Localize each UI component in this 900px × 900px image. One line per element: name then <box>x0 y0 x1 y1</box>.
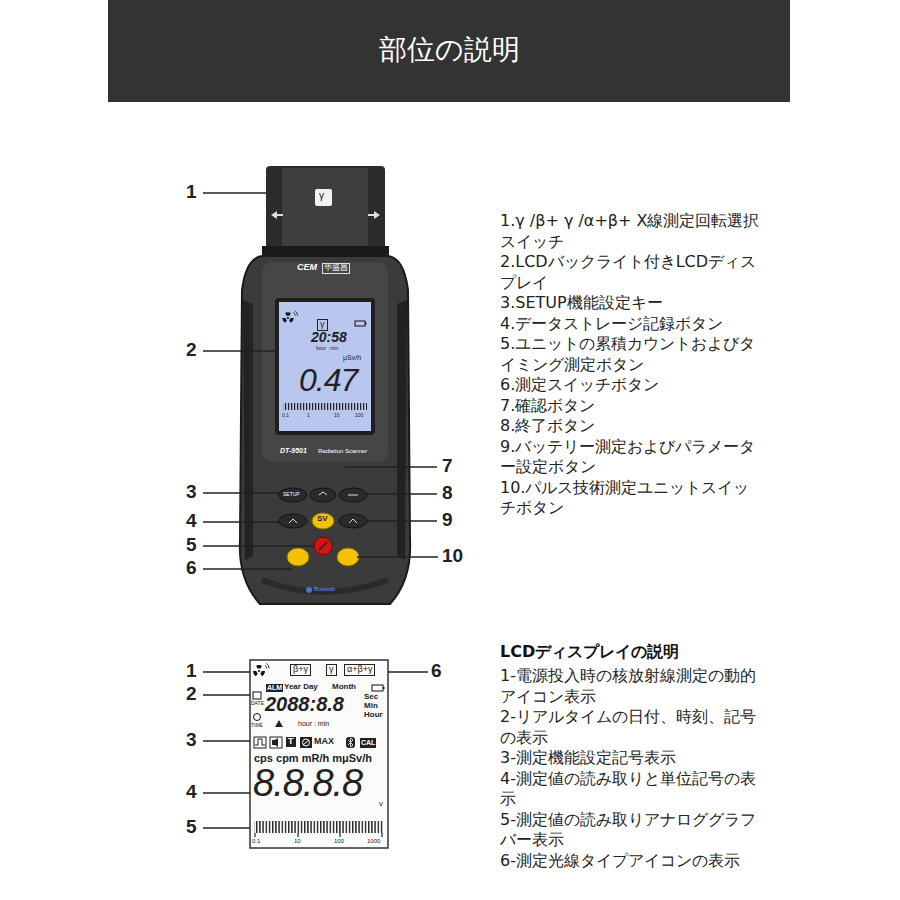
unit-label: hour : min <box>298 720 329 728</box>
description-list: 1.γ /β+ γ /α+β+ X線測定回転選択スイッチ2.LCDバックライト付… <box>500 211 762 519</box>
unit-label: v <box>379 800 383 809</box>
description-list: 1-電源投入時の核放射線測定の動的アイコン表示2-リアルタイムの日付、時刻、記号… <box>500 666 762 871</box>
function-icon: CAL <box>360 738 376 748</box>
callout-number: 8 <box>442 483 453 504</box>
scale-label: 0.1 <box>252 838 260 845</box>
time-unit: Min <box>364 702 378 711</box>
callout-number: 6 <box>186 558 197 579</box>
callout-number: 6 <box>431 661 442 682</box>
bluetooth-label: Bluetooth <box>314 587 335 593</box>
part-description: 3-測定機能設定記号表示 <box>500 748 762 769</box>
unit-label: hour : min <box>316 346 338 352</box>
part-description: 3.SETUP機能設定キー <box>500 293 762 314</box>
clock-reading: 20:58 <box>311 330 347 345</box>
ray-type-icon: α+β+γ <box>344 664 375 676</box>
callout-number: 3 <box>186 482 197 503</box>
function-icon: MAX <box>314 737 334 747</box>
callout-number: 5 <box>186 535 197 556</box>
page-title: 部位の説明 <box>108 33 790 67</box>
clock-digits: 2088:8.8 <box>265 693 344 715</box>
measurement-digits: 8.8.8.8 <box>253 763 362 805</box>
part-description: 9.バッテリー測定およびパラメーター設定ボタン <box>500 437 762 478</box>
button-label: SV <box>317 515 328 524</box>
part-description: 10.パルス技術測定ユニットスイッチボタン <box>500 478 762 519</box>
brand-name: 华盛昌 <box>322 263 350 274</box>
callout-number: 2 <box>186 684 197 705</box>
function-icon: T <box>286 737 296 747</box>
time-unit: Hour <box>364 711 383 720</box>
scale-label: 100 <box>334 838 344 845</box>
callout-number: 1 <box>186 182 197 203</box>
part-description: 1-電源投入時の核放射線測定の動的アイコン表示 <box>500 666 762 707</box>
model-name: DT-9501 <box>280 447 307 455</box>
callout-number: 4 <box>186 511 197 532</box>
brand-name: CEM <box>297 263 317 273</box>
part-description: 4-測定値の読み取りと単位記号の表示 <box>500 769 762 810</box>
part-description: 6.測定スイッチボタン <box>500 375 762 396</box>
device-body <box>240 166 410 604</box>
callout-number: 10 <box>442 546 463 567</box>
callout-number: 1 <box>186 661 197 682</box>
lcd-panel <box>250 660 388 848</box>
callout-number: 4 <box>186 782 197 803</box>
button-label: SETUP <box>283 492 300 498</box>
part-description: 1.γ /β+ γ /α+β+ X線測定回転選択スイッチ <box>500 211 762 252</box>
part-description: 4.データストレージ記録ボタン <box>500 314 762 335</box>
date-icon-label: DATE <box>251 701 264 707</box>
scale-label: 1000 <box>367 838 380 845</box>
callout-number: 7 <box>442 456 453 477</box>
callout-number: 5 <box>186 817 197 838</box>
time-icon-label: TIME <box>251 723 263 729</box>
scale-label: 100 <box>355 413 363 419</box>
part-description: 7.確認ボタン <box>500 396 762 417</box>
date-unit: Month <box>332 683 356 692</box>
part-description: 2.LCDバックライト付きLCDディスプレイ <box>500 252 762 293</box>
scale-label: 1 <box>307 413 310 419</box>
header-bar <box>108 0 790 102</box>
leader-lines <box>203 193 438 569</box>
time-unit: Sec <box>364 693 378 702</box>
date-unit: Year Day <box>284 683 318 692</box>
lcd-screen: γ20:58hour : minμSv/h0.470.1110100 <box>279 302 371 431</box>
lcd-panel: β+γ γ α+β+γALMYear Day MonthDATE2088:8.8 Sec… <box>250 660 388 848</box>
callout-number: 3 <box>186 730 197 751</box>
ray-type-icon: γ <box>326 664 337 676</box>
part-description: 5.ユニットの累積カウントおよびタイミング測定ボタン <box>500 334 762 375</box>
measurement-value: 0.47 <box>299 363 357 398</box>
scale-label: 10 <box>334 413 340 419</box>
section-heading: LCDディスプレイの説明 <box>500 643 679 661</box>
scale-label: 0.1 <box>282 413 289 419</box>
scale-label: 10 <box>294 838 301 845</box>
ray-type-icon: β+γ <box>290 664 311 676</box>
mode-label: γ <box>319 190 324 201</box>
part-description: 5-測定値の読み取りアナロググラフバー表示 <box>500 810 762 851</box>
part-description: 6-測定光線タイプアイコンの表示 <box>500 851 762 872</box>
part-description: 2-リアルタイムの日付、時刻、記号の表示 <box>500 707 762 748</box>
leader-lines <box>203 672 428 828</box>
product-name: Radiation Scanner <box>318 448 367 455</box>
alarm-icon: ALM <box>266 684 283 692</box>
part-description: 8.終了ボタン <box>500 416 762 437</box>
callout-number: 2 <box>186 340 197 361</box>
callout-number: 9 <box>442 510 453 531</box>
unit-label: μSv/h <box>343 354 361 362</box>
